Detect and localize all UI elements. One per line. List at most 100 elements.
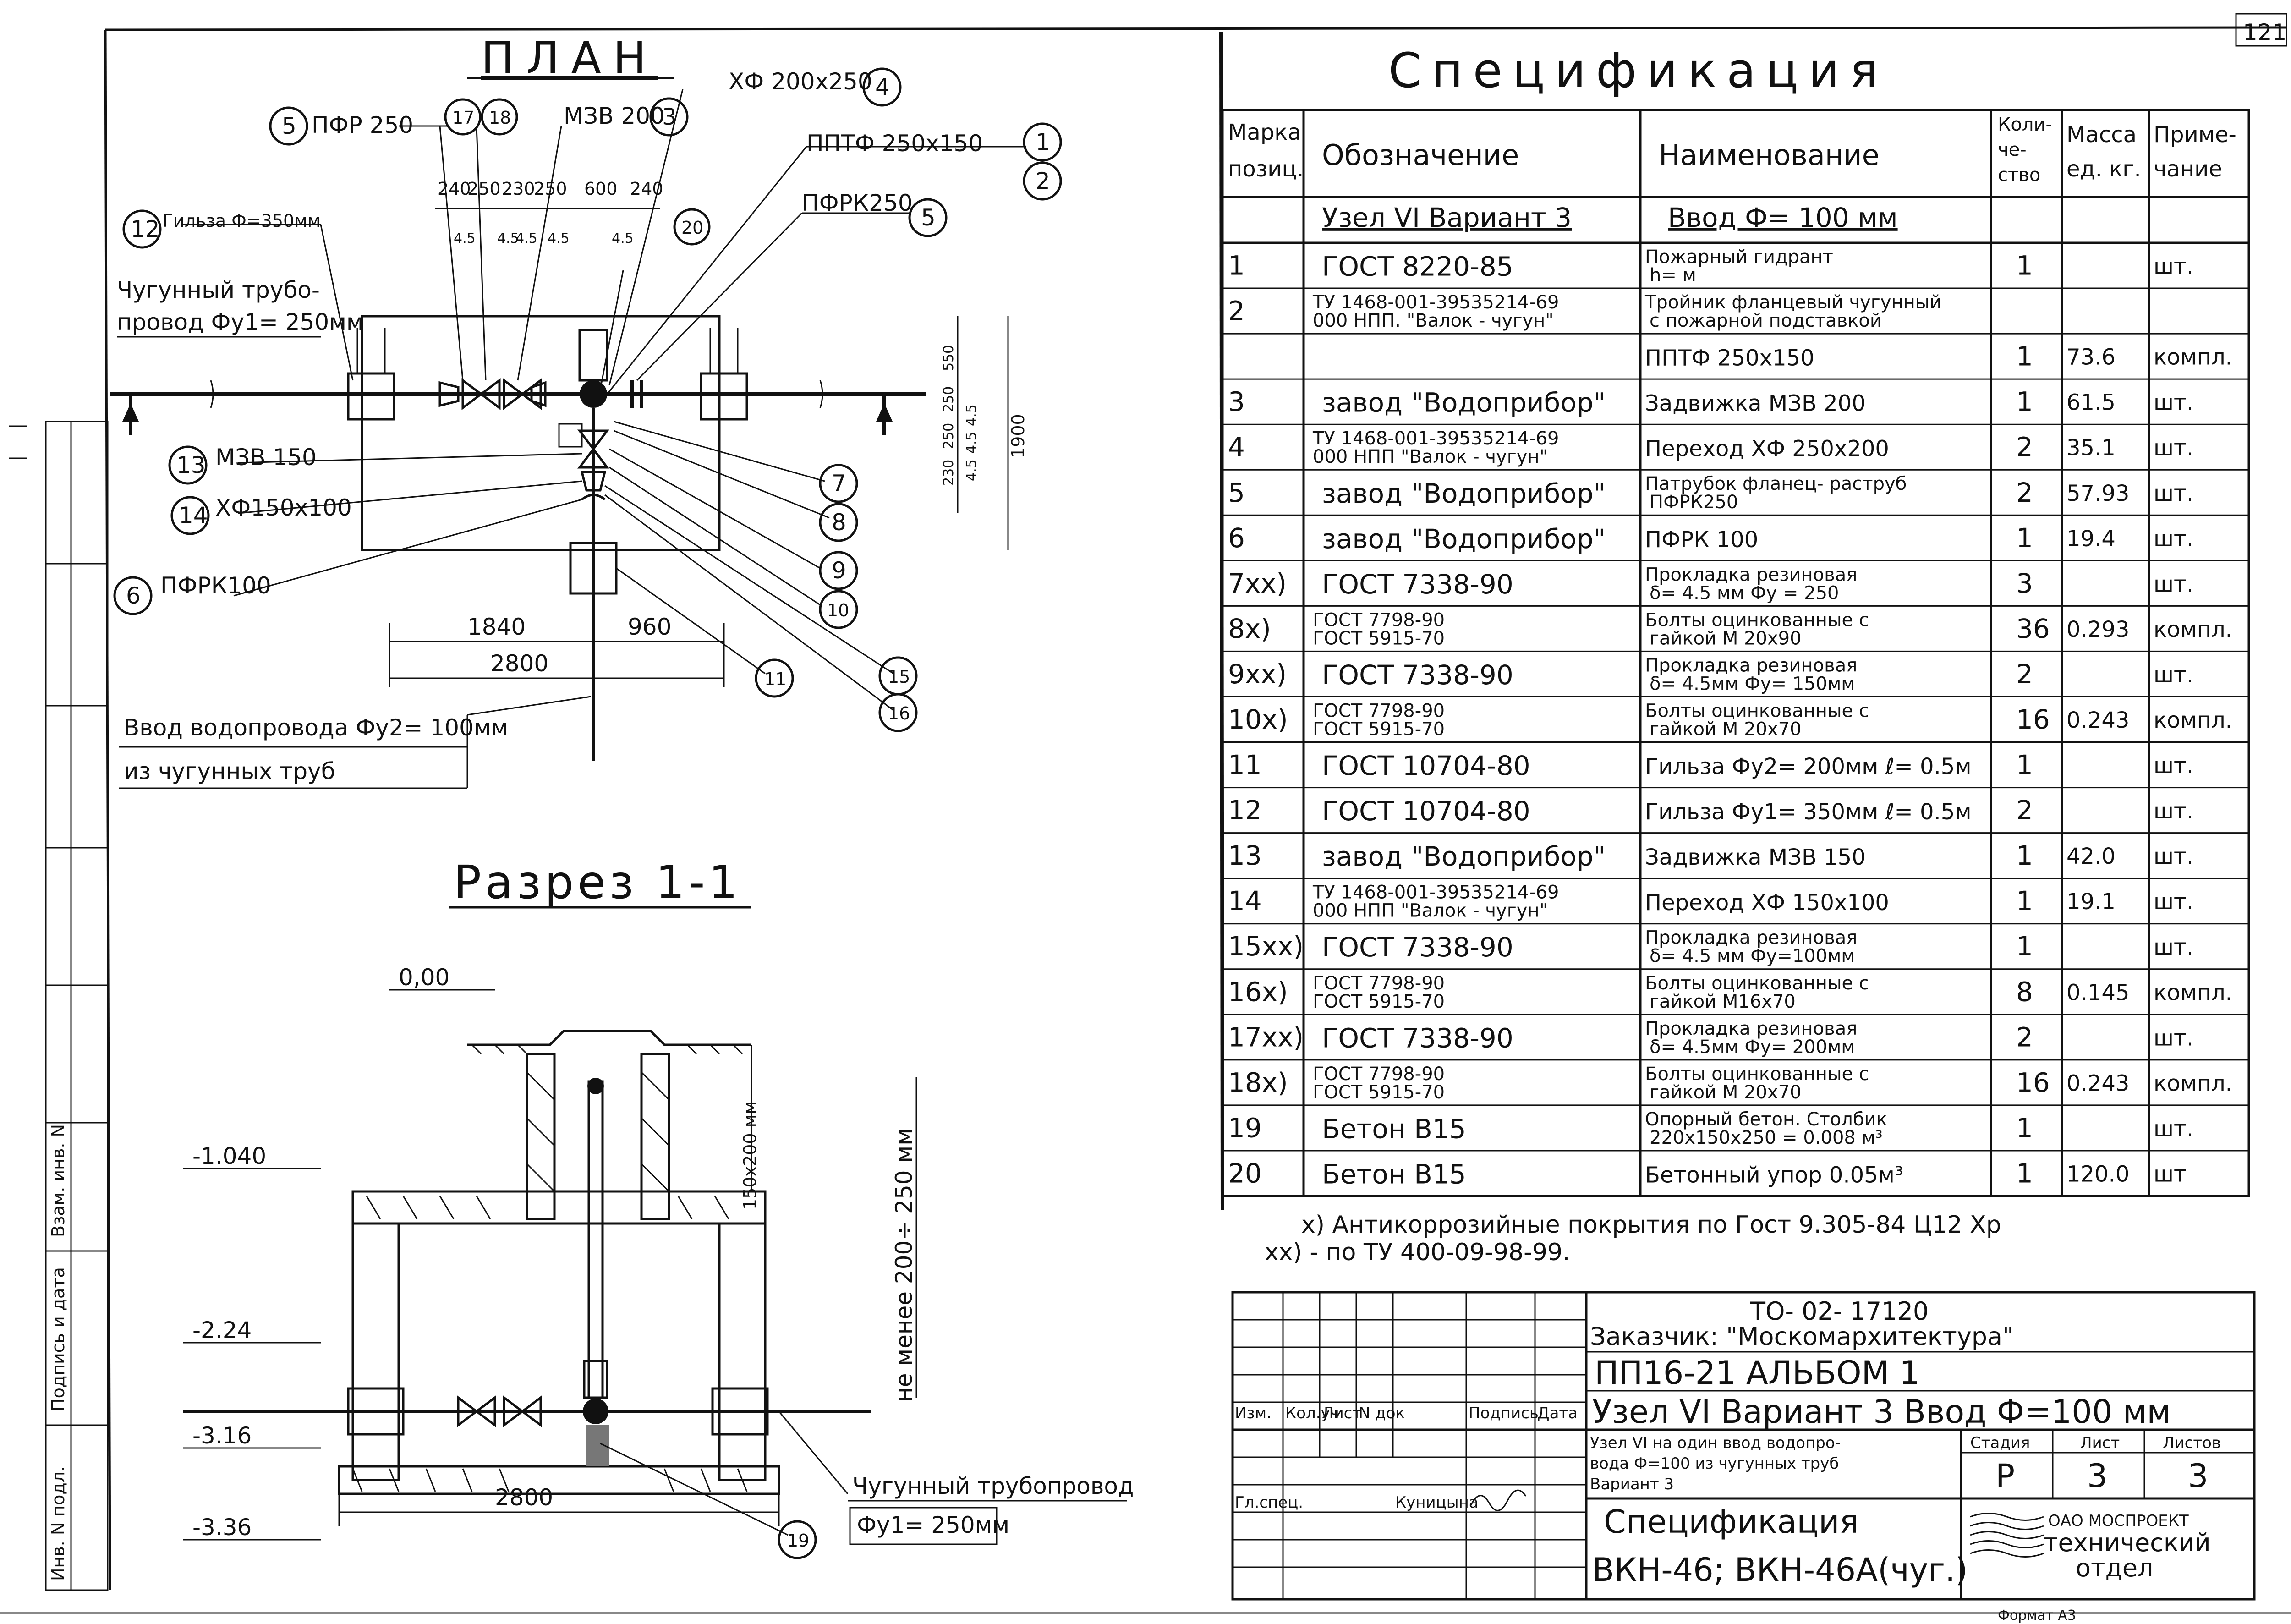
cell-qty: 2 [2016,477,2033,508]
cell-note: шт. [2154,798,2193,824]
specification-table: Спецификация Марка позиц. Обозначение На… [1221,43,2250,1266]
cell-mass: 0.145 [2066,980,2129,1005]
cell-name: Переход ХФ 150х100 [1645,890,1889,916]
cell-mark: 7xx) [1228,568,1287,599]
desc: Узел VI на один ввод водопро- [1590,1434,1841,1452]
callouts: 5 ПФР 250 17 18 МЗВ 200 3 ХФ 200х250 4 П… [113,67,1062,732]
label-pfrk250: ПФРК250 [802,190,913,216]
level-mark: -3.36 [192,1514,252,1541]
callout: 1 [1036,129,1050,155]
cell-qty: 16 [2016,704,2050,735]
rev-col: N док [1359,1404,1405,1422]
header-mass: Масса [2066,122,2137,148]
wells-label: ВКН-46; ВКН-46А(чуг.) [1592,1551,1968,1589]
reducer-icon [438,381,547,407]
label-pipe-main: провод Фу1= 250мм [117,309,364,335]
cell-qty: 1 [2016,250,2033,281]
callout: 19 [787,1531,809,1551]
sheets-value: 3 [2188,1457,2209,1495]
cell-name: гайкой М 20х70 [1650,719,1802,740]
cell-note: шт. [2154,254,2193,280]
cell-designation: ГОСТ 7798-90 [1313,1064,1445,1085]
plan-title: ПЛАН [481,33,658,84]
cell-name: Задвижка МЗВ 150 [1645,845,1866,870]
cell-name: Задвижка МЗВ 200 [1645,391,1866,417]
dim-vertical-total: 1900 [1008,414,1028,458]
cell-name: Бетонный упор 0.05м³ [1645,1162,1903,1188]
label-hf150x100: ХФ150х100 [215,494,352,521]
callout: 9 [832,557,846,584]
cell-designation: ГОСТ 5915-70 [1313,719,1445,740]
cell-qty: 36 [2016,613,2050,644]
cell-name: Болты оцинкованные с [1645,973,1869,994]
cell-name: ПФРК250 [1650,492,1738,513]
callout: 17 [452,108,474,128]
label-pptf: ППТФ 250х150 [806,130,983,157]
cell-mark: 18x) [1228,1067,1288,1098]
org-name: технический [2044,1528,2211,1557]
cell-designation: ГОСТ 10704-80 [1322,750,1530,781]
cell-name: гайкой М 20х90 [1650,628,1802,649]
cell-name: ПФРК 100 [1645,527,1758,553]
callout: 5 [282,113,296,139]
cell-name: δ= 4.5 мм Фу = 250 [1650,582,1839,604]
level-mark: -1.040 [192,1143,266,1169]
cell-designation: ТУ 1468-001-39535214-69 [1312,292,1559,313]
cell-qty: 1 [2016,386,2033,417]
side-stamp: Взам. инв. N Подпись и дата Инв. N подл. [9,421,109,1591]
slab-hatch [366,1196,729,1219]
ground-hatch [471,1044,743,1055]
callout: 18 [489,108,511,128]
callout: 16 [888,703,910,724]
cell-mass: 61.5 [2066,390,2116,416]
label-pfrk100: ПФРК100 [160,572,271,599]
cell-qty: 2 [2016,658,2033,690]
cell-name: Патрубок фланец- раструб [1645,473,1907,494]
cell-mark: 2 [1228,296,1245,327]
side-stamp-label: Взам. инв. N [48,1124,68,1237]
cell-mass: 19.1 [2066,889,2116,915]
cell-note: шт. [2154,844,2193,869]
dim-vertical-small: 4.5 [964,404,980,426]
cell-qty: 8 [2016,976,2033,1007]
label-pipe-main: Чугунный трубо- [117,277,320,303]
label-mzv150: МЗВ 150 [215,444,317,471]
header-name: Наименование [1659,138,1880,172]
dim-section-small: 150х200 мм [740,1101,760,1210]
cell-mark: 8x) [1228,613,1271,644]
cell-note: компл. [2154,708,2232,733]
level-mark: -3.16 [192,1422,252,1449]
cell-mark: 11 [1228,749,1262,780]
cell-qty: 1 [2016,341,2033,372]
cell-note: шт. [2154,390,2193,416]
cell-qty: 16 [2016,1067,2050,1098]
sheet-value: 3 [2087,1457,2108,1495]
group-row-name: Ввод Ф= 100 мм [1668,202,1898,233]
cell-qty: 1 [2016,885,2033,916]
tee-icon [583,1399,608,1424]
dim-top-small: 4.5 [497,230,519,247]
dim-top: 230 [502,179,535,199]
cell-mass: 120.0 [2066,1161,2129,1187]
dim-top-small: 4.5 [454,230,476,247]
cell-designation: завод "Водоприбор" [1322,478,1606,509]
dim-top-small: 4.5 [548,230,570,247]
cell-note: шт. [2154,934,2193,960]
cell-name: Гильза Фу1= 350мм ℓ= 0.5м [1645,799,1972,825]
callout: 14 [179,502,208,529]
cell-mass: 35.1 [2066,435,2116,461]
header-note: Приме- [2154,122,2236,148]
dim-vertical-small: 4.5 [964,459,980,481]
section-arrow-icon [122,394,139,435]
cell-designation: ГОСТ 7338-90 [1322,1022,1513,1053]
cell-designation: ГОСТ 5915-70 [1313,991,1445,1012]
dim-total: 2800 [490,650,548,677]
header-qty: Коли- [1998,114,2052,135]
level-mark: 0,00 [399,964,449,991]
cell-qty: 1 [2016,1158,2033,1189]
stage-value: Р [1995,1457,2015,1495]
callout: 3 [662,104,677,130]
cell-mark: 15xx) [1228,931,1304,962]
cell-designation: завод "Водоприбор" [1322,387,1606,418]
